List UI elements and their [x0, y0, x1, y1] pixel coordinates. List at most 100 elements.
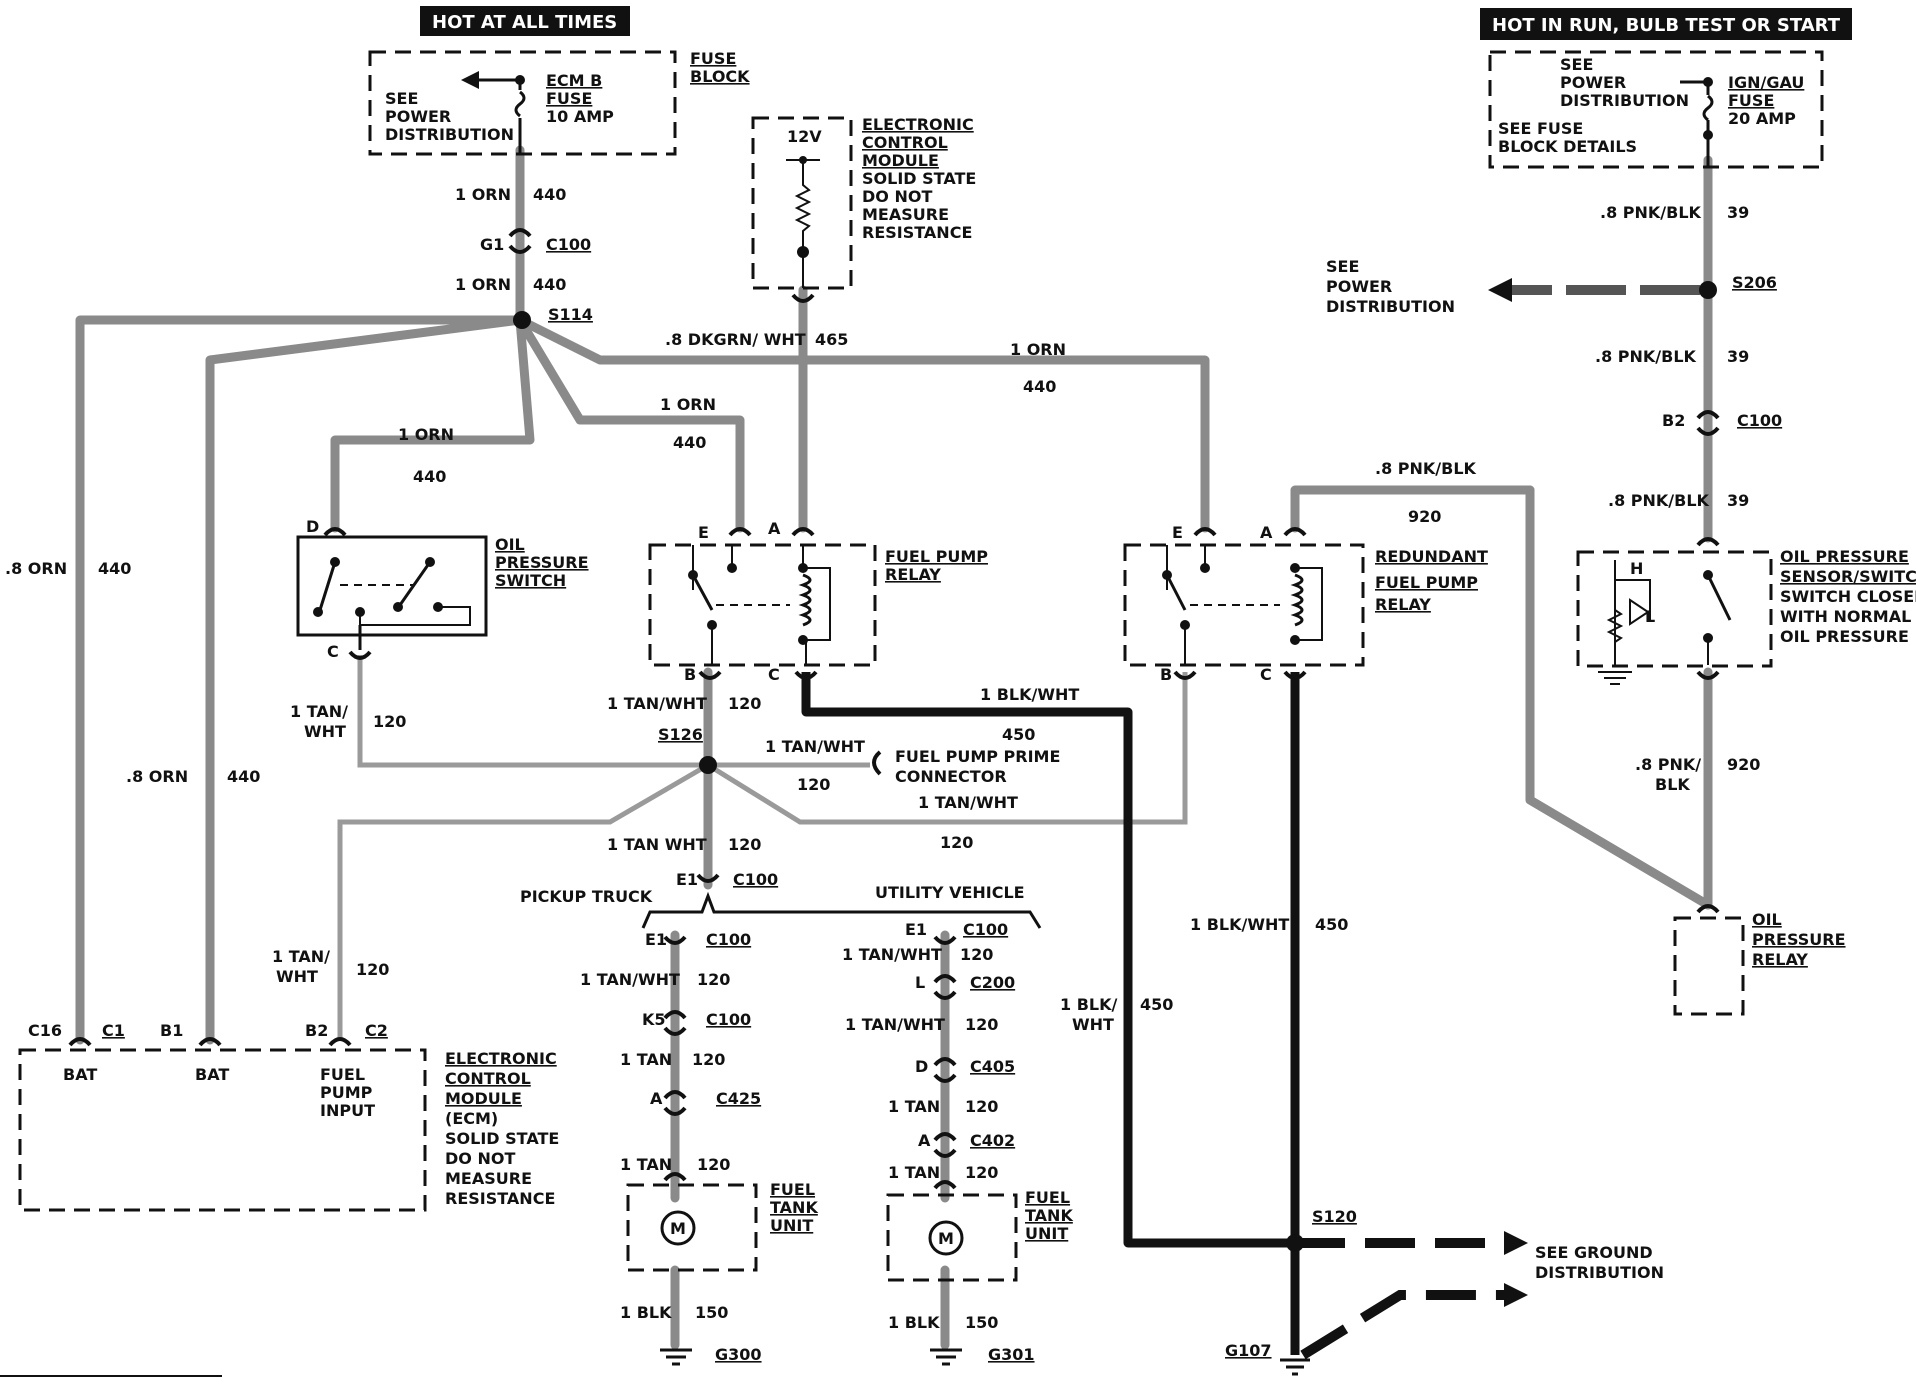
- svg-text:MEASURE: MEASURE: [862, 205, 949, 224]
- svg-text:SOLID STATE: SOLID STATE: [862, 169, 976, 188]
- svg-text:(ECM): (ECM): [445, 1109, 498, 1128]
- orange-power-wires: [75, 145, 1210, 1045]
- svg-text:920: 920: [1408, 507, 1441, 526]
- svg-text:120: 120: [728, 694, 761, 713]
- svg-text:150: 150: [695, 1303, 728, 1322]
- ground-g301: G301: [930, 1345, 1035, 1366]
- svg-text:FUEL PUMP PRIME: FUEL PUMP PRIME: [895, 747, 1060, 766]
- see-power-distribution-label: SEE POWER DISTRIBUTION: [1326, 257, 1455, 316]
- svg-text:SWITCH: SWITCH: [495, 571, 566, 590]
- svg-text:1 TAN: 1 TAN: [888, 1097, 940, 1116]
- svg-text:PRESSURE: PRESSURE: [495, 553, 589, 572]
- svg-text:39: 39: [1727, 203, 1749, 222]
- svg-text:S206: S206: [1732, 273, 1777, 292]
- svg-text:G1: G1: [480, 235, 504, 254]
- svg-text:ELECTRONIC: ELECTRONIC: [445, 1049, 557, 1068]
- svg-text:RELAY: RELAY: [1375, 595, 1431, 614]
- svg-text:B2: B2: [305, 1021, 328, 1040]
- svg-text:DISTRIBUTION: DISTRIBUTION: [1560, 91, 1689, 110]
- svg-text:H: H: [1630, 559, 1643, 578]
- svg-text:12V: 12V: [787, 127, 822, 146]
- svg-text:120: 120: [697, 1155, 730, 1174]
- svg-text:465: 465: [815, 330, 848, 349]
- ecm-bottom-module: BAT BAT FUEL PUMP INPUT C16 C1 B1 B2 C2 …: [18, 1021, 559, 1212]
- svg-text:MEASURE: MEASURE: [445, 1169, 532, 1188]
- svg-text:ELECTRONIC: ELECTRONIC: [862, 115, 974, 134]
- svg-text:E: E: [698, 523, 709, 542]
- connector-symbols: [68, 228, 1720, 1190]
- svg-text:PUMP: PUMP: [320, 1083, 373, 1102]
- svg-text:M: M: [670, 1219, 686, 1238]
- svg-text:WHT: WHT: [304, 722, 346, 741]
- svg-text:UNIT: UNIT: [1025, 1224, 1068, 1243]
- svg-text:G107: G107: [1225, 1341, 1272, 1360]
- svg-text:E: E: [1172, 523, 1183, 542]
- svg-text:FUEL: FUEL: [770, 1180, 815, 1199]
- svg-text:150: 150: [965, 1313, 998, 1332]
- svg-text:C402: C402: [970, 1131, 1015, 1150]
- svg-text:1 TAN/WHT: 1 TAN/WHT: [845, 1015, 945, 1034]
- svg-text:C16: C16: [28, 1021, 62, 1040]
- svg-text:S120: S120: [1312, 1207, 1357, 1226]
- svg-text:E1: E1: [645, 930, 667, 949]
- redundant-fuel-pump-relay: REDUNDANT FUEL PUMP RELAY E A B C: [1123, 523, 1488, 684]
- svg-text:.8 ORN: .8 ORN: [126, 767, 188, 786]
- svg-text:1 TAN/: 1 TAN/: [290, 702, 348, 721]
- svg-text:1 TAN: 1 TAN: [620, 1155, 672, 1174]
- svg-text:POWER: POWER: [1560, 73, 1626, 92]
- svg-text:.8 PNK/BLK: .8 PNK/BLK: [1600, 203, 1702, 222]
- svg-text:POWER: POWER: [385, 107, 451, 126]
- svg-text:INPUT: INPUT: [320, 1101, 375, 1120]
- svg-text:440: 440: [533, 185, 566, 204]
- svg-text:K5: K5: [642, 1010, 666, 1029]
- svg-text:RELAY: RELAY: [1752, 950, 1808, 969]
- svg-text:C425: C425: [716, 1089, 761, 1108]
- svg-text:ECM B: ECM B: [546, 71, 602, 90]
- svg-text:HOT IN RUN, BULB TEST OR START: HOT IN RUN, BULB TEST OR START: [1492, 15, 1841, 36]
- svg-text:WHT: WHT: [1072, 1015, 1114, 1034]
- svg-text:120: 120: [965, 1163, 998, 1182]
- svg-text:POWER: POWER: [1326, 277, 1392, 296]
- svg-text:FUSE: FUSE: [690, 49, 736, 68]
- pink-black-wires: [1290, 155, 1713, 910]
- svg-text:440: 440: [673, 433, 706, 452]
- svg-text:SOLID STATE: SOLID STATE: [445, 1129, 559, 1148]
- svg-text:120: 120: [965, 1015, 998, 1034]
- fuel-tank-unit-pickup: M FUEL TANK UNIT: [626, 1180, 818, 1272]
- svg-text:120: 120: [692, 1050, 725, 1069]
- svg-text:CONNECTOR: CONNECTOR: [895, 767, 1007, 786]
- hot-in-run-header: HOT IN RUN, BULB TEST OR START: [1480, 8, 1852, 40]
- svg-text:1 ORN: 1 ORN: [1010, 340, 1066, 359]
- svg-text:SEE: SEE: [385, 89, 418, 108]
- fuel-pump-relay: FUEL PUMP RELAY E A B C: [648, 519, 988, 684]
- splice-s206: S206: [1699, 273, 1777, 299]
- svg-text:M: M: [938, 1229, 954, 1248]
- svg-text:B: B: [684, 665, 696, 684]
- svg-text:OIL: OIL: [495, 535, 525, 554]
- utility-vehicle-label: UTILITY VEHICLE: [875, 883, 1025, 902]
- svg-text:SENSOR/SWITCH: SENSOR/SWITCH: [1780, 567, 1916, 586]
- svg-text:10 AMP: 10 AMP: [546, 107, 614, 126]
- svg-text:BLOCK DETAILS: BLOCK DETAILS: [1498, 137, 1637, 156]
- svg-text:.8 PNK/: .8 PNK/: [1635, 755, 1701, 774]
- svg-text:C100: C100: [546, 235, 591, 254]
- svg-text:39: 39: [1727, 491, 1749, 510]
- svg-text:C2: C2: [365, 1021, 388, 1040]
- svg-text:440: 440: [533, 275, 566, 294]
- svg-text:120: 120: [797, 775, 830, 794]
- svg-text:450: 450: [1315, 915, 1348, 934]
- see-ground-distribution-label: SEE GROUND DISTRIBUTION: [1535, 1243, 1664, 1282]
- svg-text:440: 440: [227, 767, 260, 786]
- fuel-pump-prime-connector: FUEL PUMP PRIME CONNECTOR: [872, 747, 1060, 786]
- fuel-tank-unit-utility: M FUEL TANK UNIT: [886, 1188, 1073, 1282]
- svg-text:450: 450: [1140, 995, 1173, 1014]
- svg-text:1 TAN/WHT: 1 TAN/WHT: [580, 970, 680, 989]
- svg-text:G300: G300: [715, 1345, 762, 1364]
- svg-text:BAT: BAT: [63, 1065, 97, 1084]
- svg-text:D: D: [306, 517, 319, 536]
- svg-text:440: 440: [98, 559, 131, 578]
- svg-text:B: B: [1160, 665, 1172, 684]
- svg-text:C100: C100: [963, 920, 1008, 939]
